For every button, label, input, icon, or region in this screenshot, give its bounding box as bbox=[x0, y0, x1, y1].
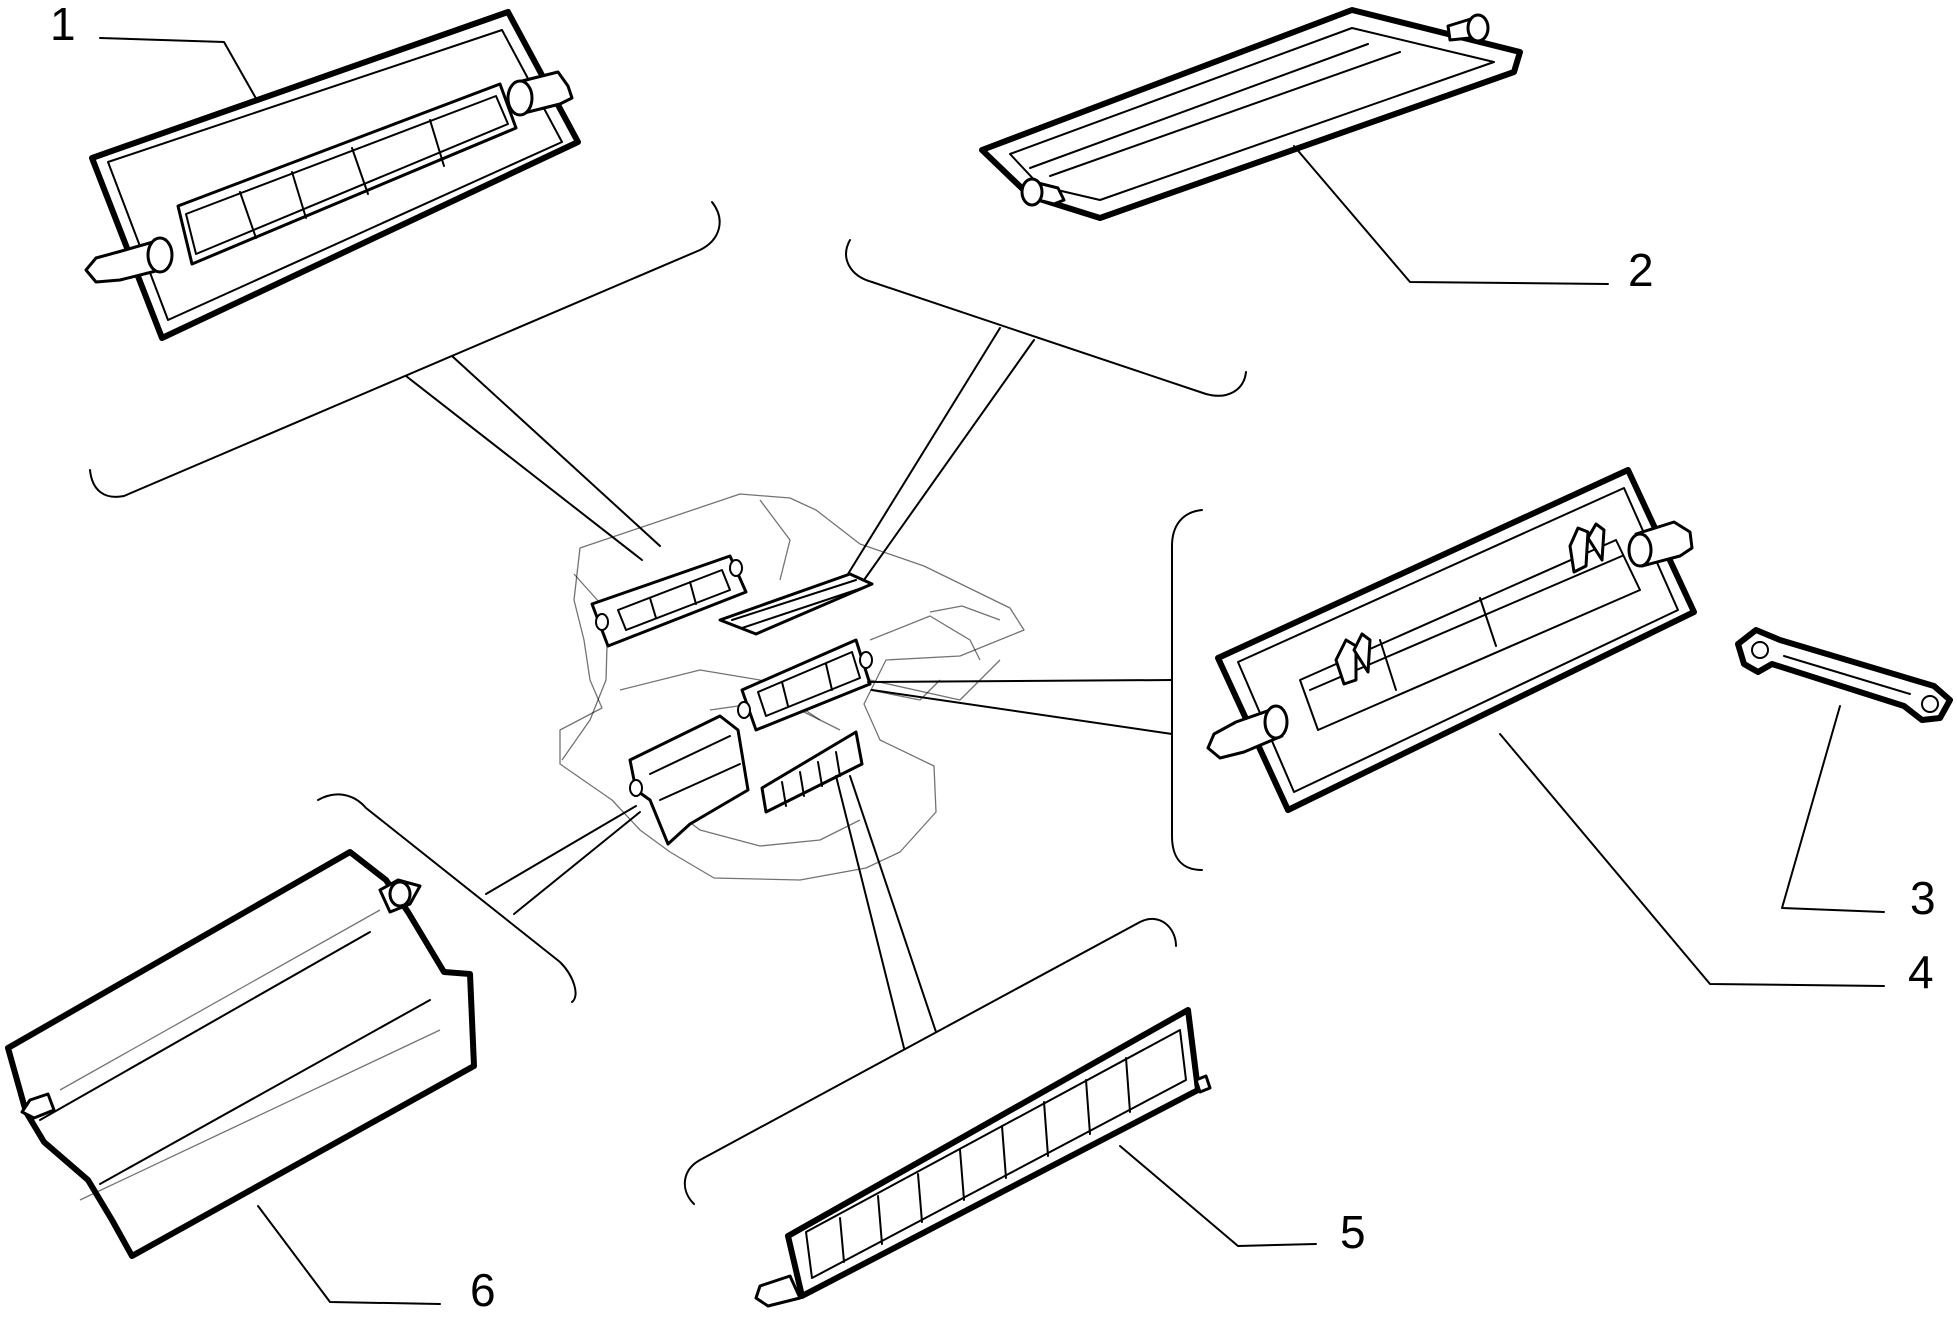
leader-line-3 bbox=[1781, 705, 1885, 913]
label-part-1: 1 bbox=[50, 0, 76, 50]
part-2-narrow-flap bbox=[979, 7, 1523, 221]
leader-line-4 bbox=[1499, 733, 1885, 987]
label-part-5: 5 bbox=[1340, 1206, 1366, 1258]
part-1-vent-flap bbox=[84, 9, 581, 341]
bracket-group-5 bbox=[684, 775, 1177, 1205]
part-6-curved-flap bbox=[5, 849, 477, 1259]
label-part-6: 6 bbox=[470, 1264, 496, 1316]
bracket-group-6 bbox=[317, 793, 641, 1003]
leader-line-2 bbox=[1293, 145, 1609, 285]
label-part-4: 4 bbox=[1908, 946, 1934, 998]
label-part-3: 3 bbox=[1910, 872, 1936, 924]
part-3-link-rod bbox=[1735, 627, 1953, 723]
bracket-group-2 bbox=[845, 239, 1247, 581]
leader-line-1 bbox=[99, 37, 259, 103]
part-5-grille bbox=[754, 1007, 1212, 1308]
part-4-flap-with-clips bbox=[1206, 467, 1697, 813]
bracket-group-4 bbox=[867, 509, 1203, 871]
label-part-2: 2 bbox=[1628, 244, 1654, 296]
leader-line-5 bbox=[1119, 1145, 1317, 1247]
leader-line-6 bbox=[257, 1205, 441, 1305]
central-assembly bbox=[559, 493, 1025, 881]
bracket-group-1 bbox=[89, 201, 721, 561]
